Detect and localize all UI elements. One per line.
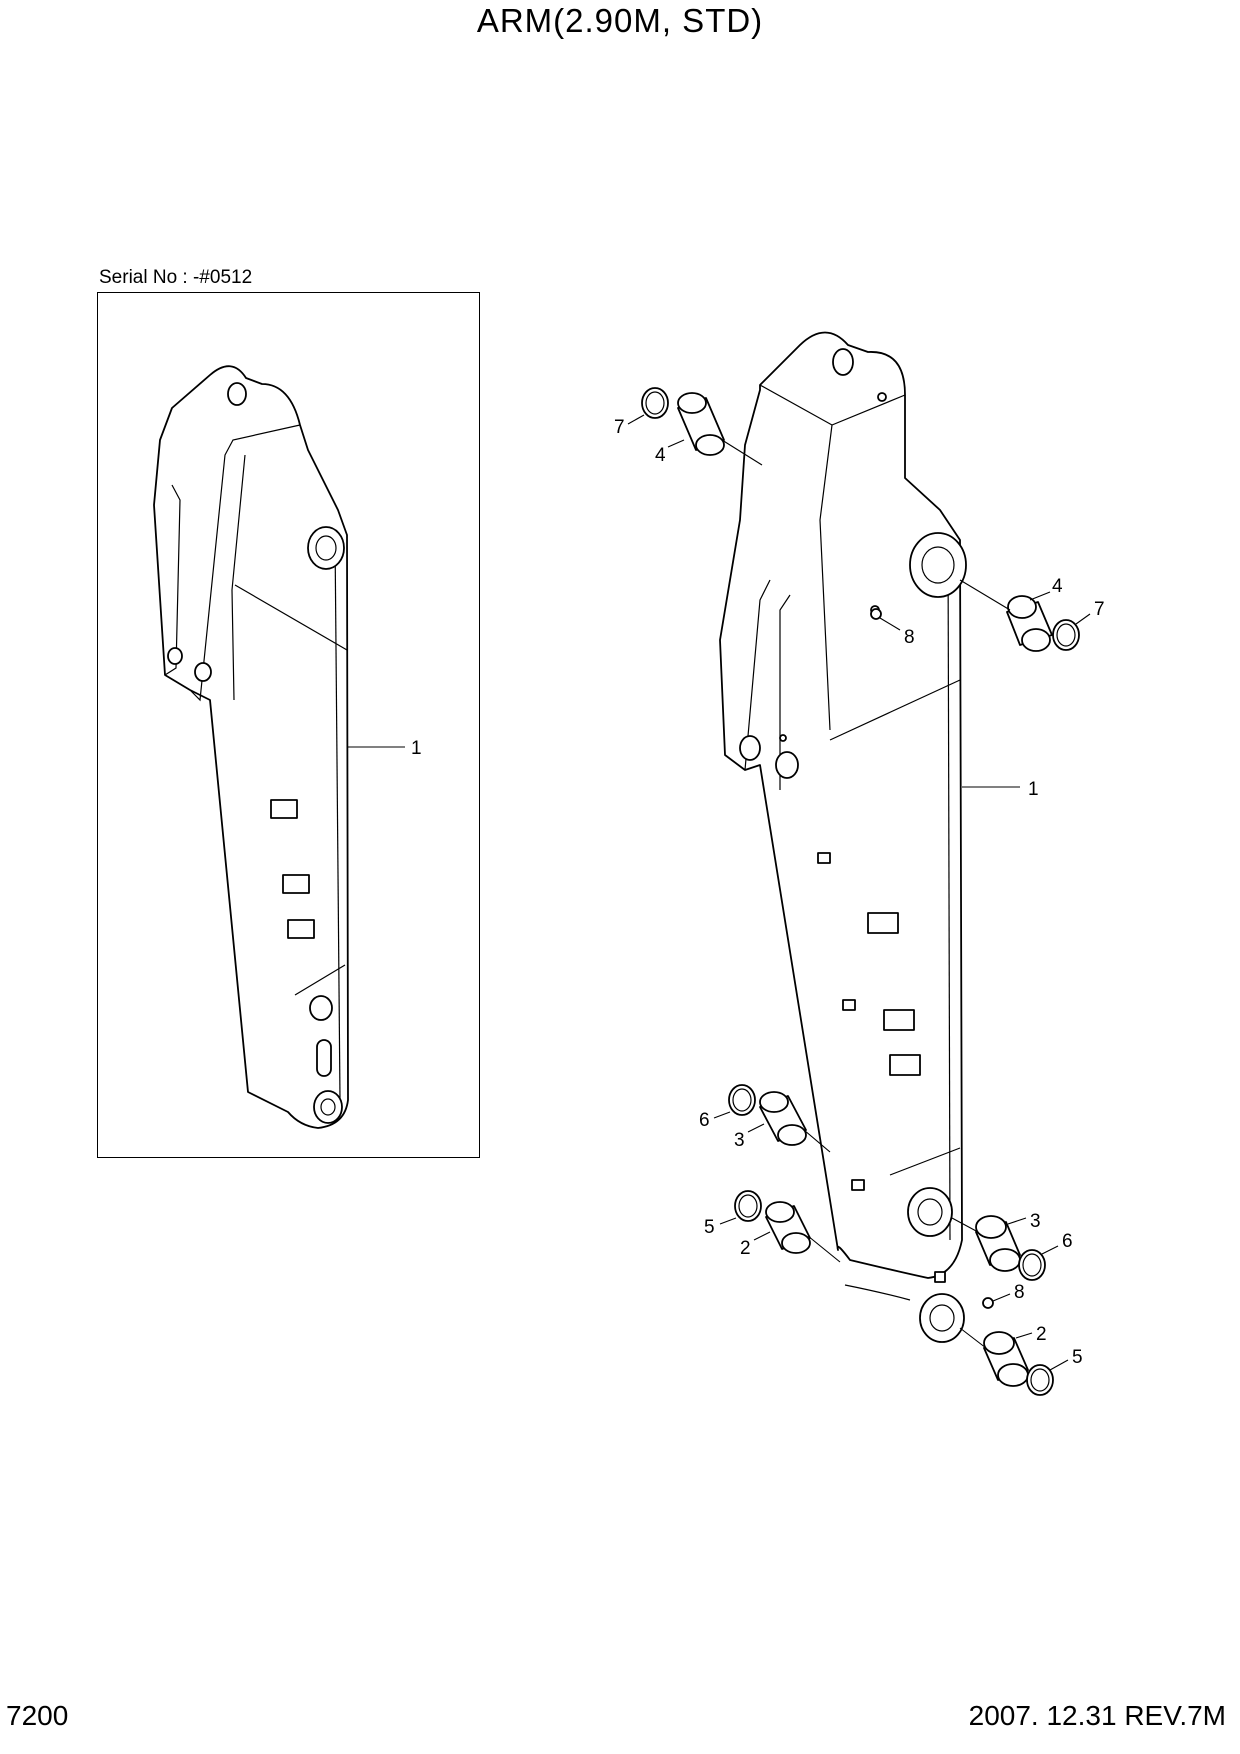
- left-arm-drawing: [153, 365, 405, 1129]
- callout-left-arm: 1: [411, 738, 422, 759]
- right-arm-drawing: [719, 331, 1020, 1343]
- bush-2-left: [765, 1201, 841, 1263]
- callout-ring-5-left: 5: [704, 1217, 715, 1238]
- page-number: 7200: [6, 1700, 69, 1731]
- bush-2-right: [959, 1327, 1029, 1387]
- ring-5-left: [719, 1190, 762, 1225]
- callout-grease-bottom: 8: [1014, 1282, 1025, 1303]
- callout-pin-bush-mid: 4: [1052, 576, 1063, 597]
- callout-bush-3-left: 3: [734, 1130, 745, 1151]
- page-title: ARM(2.90M, STD): [476, 2, 764, 39]
- pin-bush-mid: [959, 579, 1053, 652]
- ring-mid: [1052, 613, 1091, 651]
- bush-3-right: [951, 1215, 1021, 1272]
- ring-top: [627, 387, 669, 425]
- callout-ring-6-left: 6: [699, 1110, 710, 1131]
- ring-5-right: [1026, 1359, 1069, 1396]
- grease-fitting-top: [870, 608, 901, 631]
- callout-ring-5-right: 5: [1072, 1347, 1083, 1368]
- callout-ring-top: 7: [614, 417, 625, 438]
- callout-bush-3-right: 3: [1030, 1211, 1041, 1232]
- serial-number-label: Serial No : -#0512: [99, 267, 253, 288]
- grease-fitting-bottom: [982, 1293, 1011, 1309]
- revision-date: 2007. 12.31 REV.7M: [968, 1700, 1226, 1731]
- callout-ring-mid: 7: [1094, 599, 1105, 620]
- pin-bush-top: [677, 392, 763, 466]
- bush-3-left: [759, 1091, 831, 1153]
- callout-arm: 1: [1028, 779, 1039, 800]
- callout-grease-top: 8: [904, 627, 915, 648]
- callout-bush-2-right: 2: [1036, 1324, 1047, 1345]
- callout-bush-2-left: 2: [740, 1238, 751, 1259]
- ring-6-left: [713, 1084, 756, 1119]
- ring-6-right: [1018, 1245, 1059, 1281]
- serial-variant-frame: [97, 292, 480, 1158]
- callout-ring-6-right: 6: [1062, 1231, 1073, 1252]
- callout-pin-bush-top: 4: [655, 445, 666, 466]
